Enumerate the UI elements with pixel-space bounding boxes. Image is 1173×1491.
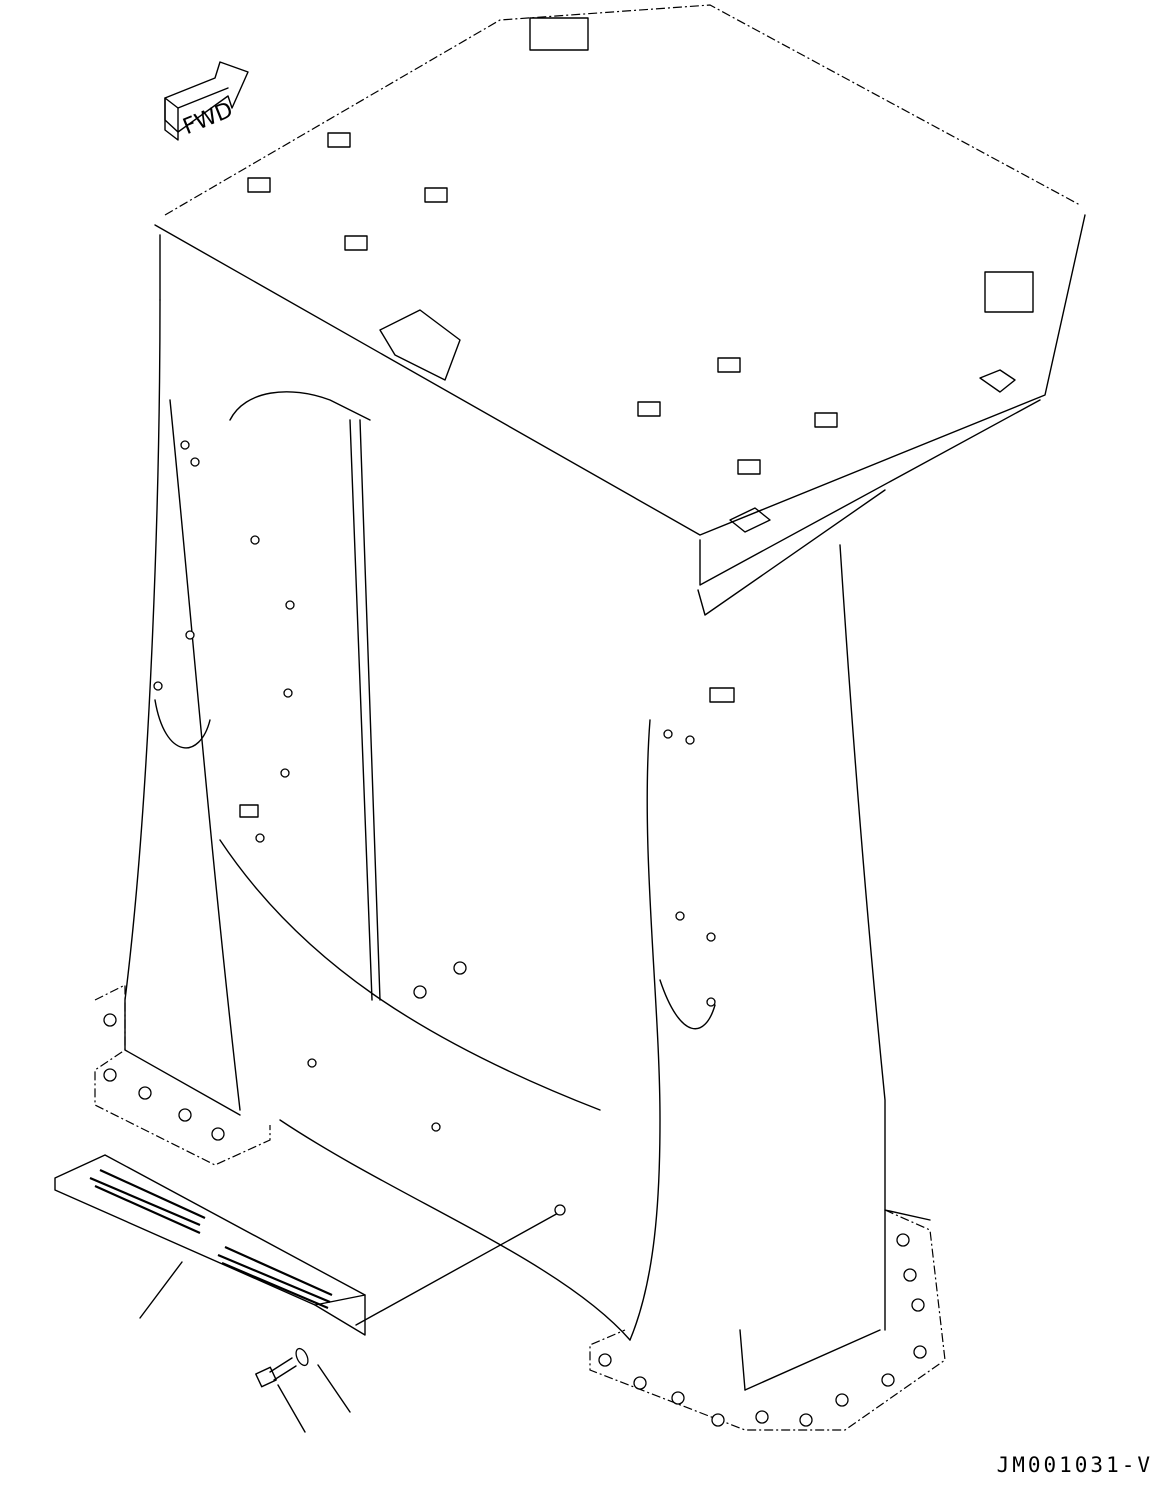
left-base-plate	[94, 961, 467, 1166]
washer	[295, 1347, 309, 1367]
right-base-plate	[589, 1209, 946, 1431]
mounting-hole	[554, 1204, 566, 1216]
grille-slots	[89, 1168, 333, 1310]
drawing-code: JM001031-V	[996, 1453, 1153, 1477]
roof-light-bracket	[379, 309, 461, 381]
leader-line-cover	[139, 1261, 183, 1319]
roof-panel	[154, 4, 1086, 616]
grille-cover	[54, 1154, 366, 1336]
mounting-leader	[355, 1211, 561, 1326]
right-pillar	[279, 544, 931, 1391]
bolt	[255, 1357, 297, 1388]
leader-line-washer	[317, 1364, 351, 1413]
leader-line-bolt	[277, 1384, 306, 1433]
left-pillar	[124, 299, 601, 1132]
fwd-arrow-icon: FWD	[164, 61, 249, 141]
